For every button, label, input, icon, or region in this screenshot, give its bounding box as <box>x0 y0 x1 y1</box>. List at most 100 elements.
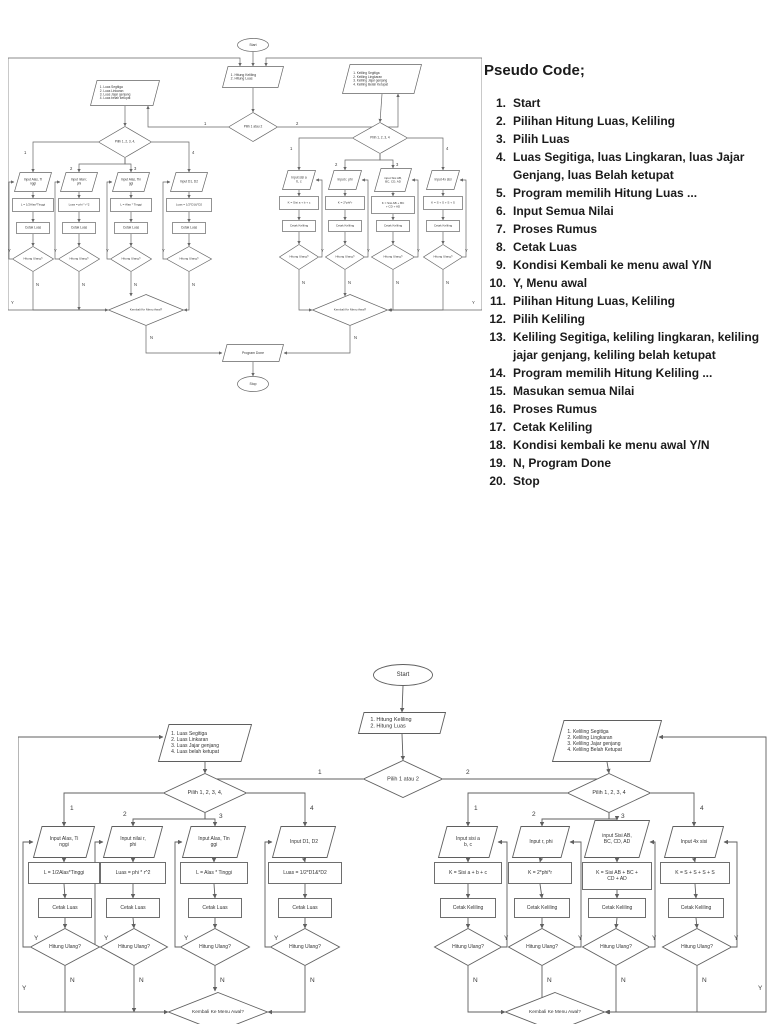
flowchart-edge-label: 1 <box>290 146 293 151</box>
pseudo-code-item-text: Pilihan Hitung Luas, Keliling <box>513 114 676 128</box>
flowchart-edge-label: Y <box>321 248 324 253</box>
pseudo-code-item-number: 8. <box>495 240 506 254</box>
flowchart-node-hR1: Hitung Ulang? <box>278 244 320 270</box>
flowchart-edge-label: N <box>547 977 552 984</box>
flowchart-node-fL1: L = 1/2Alas*Tinggi <box>28 862 100 884</box>
flowchart-node-inR2: Input r, phi <box>511 826 571 858</box>
flowchart-edge <box>62 883 67 899</box>
flowchart-node-label: Input D1, D2 <box>180 180 198 184</box>
flowchart-node-fL3: L = Alas * Tinggi <box>110 198 152 212</box>
flowchart-edge <box>145 326 223 355</box>
flowchart-node-label: Cetak Luas <box>292 905 318 911</box>
flowchart-node-label: Hitung Ulang? <box>179 257 199 261</box>
flowchart-node-cL4: Cetak Luas <box>278 898 332 918</box>
flowchart-node-label: Hitung Ulang? <box>121 257 141 261</box>
flowchart-node-kelMenu: 1. Keliling Segitiga 2. Keliling Lingkar… <box>551 720 663 762</box>
flowchart-node-label: Input D1, D2 <box>289 839 319 845</box>
flowchart-node-hR4: Hitung Ulang? <box>422 244 464 270</box>
pseudo-code-item: 5.Program memilih Hitung Luas ... <box>484 184 766 202</box>
flowchart-node-label: Input sisi a b, c <box>291 176 307 184</box>
flowchart-node-pilihK: Pilih 1, 2, 3, 4 <box>351 122 409 154</box>
flowchart-edge <box>497 839 508 948</box>
pseudo-code-item-number: 20. <box>489 474 506 488</box>
flowchart-edge-label: 3 <box>219 813 223 820</box>
flowchart-node-inR3: input Sisi AB, BC, CD, AD <box>374 168 412 192</box>
pseudo-code-item-number: 9. <box>495 258 506 272</box>
flowchart-edge <box>204 813 218 827</box>
flowchart-node-label: Cetak Keliling <box>289 224 309 228</box>
flowchart-node-fR4: K = S + S + S + S <box>423 196 463 210</box>
flowchart-edge <box>459 178 467 258</box>
flowchart-edge <box>538 857 544 863</box>
flowchart-node-stop: Stop <box>237 376 269 392</box>
flowchart-edge-label: N <box>192 282 195 287</box>
flowchart-edge <box>278 93 400 128</box>
flowchart-node-label: Program Done <box>241 350 265 355</box>
flowchart-edge <box>61 792 163 827</box>
flowchart-edge <box>18 734 168 1013</box>
flowchart-edge-label: 1 <box>204 121 207 126</box>
flowchart-node-hL2: Hitung Ulang? <box>57 246 101 272</box>
flowchart-edge-label: Y <box>34 935 39 942</box>
flowchart-node-luasMenu: 1. Luas Segitiga 2. Luas Linkaran 3. Lua… <box>157 724 253 762</box>
flowchart-node-cL1: Cetak Luas <box>16 222 50 234</box>
flowchart-node-kembaliL: Kembali Ke Menu Awal? <box>167 992 269 1024</box>
pseudo-code-item: 7.Proses Rumus <box>484 220 766 238</box>
flowchart-node-label: Hitung Ulang? <box>433 255 453 259</box>
flowchart-node-label: K = Sisi a + b + c <box>287 201 311 205</box>
flowchart-node-label: Input Alas, Ti nggi <box>23 178 43 186</box>
pseudo-code-item-text: N, Program Done <box>513 456 612 470</box>
pseudo-code-item: 16.Proses Rumus <box>484 400 766 418</box>
flowchart-node-label: Cetak Luas <box>52 905 78 911</box>
flowchart-node-inL3: Input Alas, Tin ggi <box>112 172 150 192</box>
flowchart-node-fL4: Luas = 1/2*D1&*D2 <box>268 862 342 884</box>
flowchart-edge <box>247 792 308 827</box>
flowchart-edge-label: Y <box>106 248 109 253</box>
flowchart-node-cR1: Cetak Keliling <box>440 898 496 918</box>
flowchart-edge-label: Y <box>652 935 657 942</box>
flowchart-node-label: Cetak Keliling <box>680 905 712 911</box>
flowchart-edge-label: N <box>70 977 75 984</box>
flowchart-edge <box>539 883 544 899</box>
flowchart-edge <box>106 180 113 260</box>
flowchart-node-label: 1. Keliling Segitiga 2. Keliling Lingkar… <box>353 71 389 87</box>
flowchart-node-label: Pilih 1 atau 2 <box>387 775 419 782</box>
pseudo-code-item-text: Masukan semua Nilai <box>513 384 635 398</box>
flowchart-edge <box>691 857 697 863</box>
flowchart-edge-label: N <box>302 280 305 285</box>
flowchart-node-label: Cetak Keliling <box>383 224 403 228</box>
flowchart-node-label: Cetak Luas <box>24 226 42 230</box>
pseudo-code-item: 15.Masukan semua Nilai <box>484 382 766 400</box>
flowchart-node-fR2: K = 2*phi*r <box>325 196 365 210</box>
flowchart-edge-label: 2 <box>532 811 536 818</box>
pseudo-code-item-text: Program memilih Hitung Keliling ... <box>513 366 713 380</box>
flowchart-edge-label: 1 <box>24 150 27 155</box>
flowchart-node-pilih12: Pilih 1 atau 2 <box>362 760 444 798</box>
pseudo-code-item-text: Proses Rumus <box>513 222 598 236</box>
flowchart-edge <box>651 792 697 827</box>
flowchart-node-pilih12: Pilih 1 atau 2 <box>227 112 279 142</box>
flowchart-node-label: Cetak Keliling <box>335 224 355 228</box>
flowchart-edge <box>361 178 369 258</box>
flowchart-node-inL1: Input Alas, Ti nggi <box>14 172 52 192</box>
flowchart-edge <box>31 141 98 173</box>
flowchart-edge <box>605 734 767 1013</box>
flowchart-node-label: Pilih 1, 2, 3, 4, <box>114 140 136 144</box>
pseudo-code-item-number: 2. <box>495 114 506 128</box>
flowchart-node-label: Cetak Keliling <box>433 224 453 228</box>
flowchart-node-kembaliR: Kembali Ke Menu Awal? <box>504 992 606 1024</box>
flowchart-edge-label: N <box>621 977 626 984</box>
flowchart-edge <box>54 180 61 260</box>
pseudo-code-item-text: Stop <box>513 474 540 488</box>
flowchart-edge <box>130 813 206 827</box>
flowchart-node-label: input Sisi AB, BC, CD, AD <box>602 833 632 845</box>
pseudo-code-item-number: 5. <box>495 186 506 200</box>
flowchart-edge-label: Y <box>184 935 189 942</box>
flowchart-node-inR2: Input r, phi <box>328 170 362 190</box>
flowchart-node-label: input Sisi AB, BC, CD, AD <box>384 176 402 184</box>
flowchart-edge <box>183 272 190 312</box>
flowchart-edge <box>264 839 273 948</box>
